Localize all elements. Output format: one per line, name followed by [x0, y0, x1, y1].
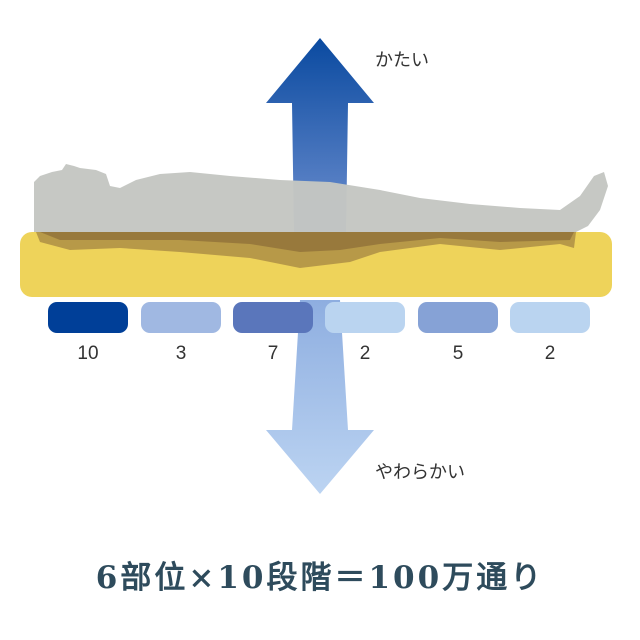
zone-value: 5	[452, 343, 464, 364]
zone-block-6	[510, 302, 590, 333]
zone-value: 2	[359, 343, 371, 364]
zone-value: 10	[77, 343, 99, 364]
zone-block-5	[418, 302, 498, 333]
label-hard: かたい	[375, 50, 429, 71]
arrow-down-icon	[266, 300, 374, 494]
body-impression-inner	[40, 232, 574, 252]
zone-block-3	[233, 302, 313, 333]
zone-value: 2	[544, 343, 556, 364]
zone-value: 3	[175, 343, 187, 364]
zone-block-4	[325, 302, 405, 333]
zone-block-2	[141, 302, 221, 333]
label-soft: やわらかい	[375, 462, 465, 483]
body-silhouette	[34, 164, 608, 232]
zone-block-1	[48, 302, 128, 333]
caption-title: 6部位×10段階＝100万通り	[95, 560, 545, 596]
zone-value: 7	[267, 343, 279, 364]
arrow-up-icon	[266, 38, 374, 235]
